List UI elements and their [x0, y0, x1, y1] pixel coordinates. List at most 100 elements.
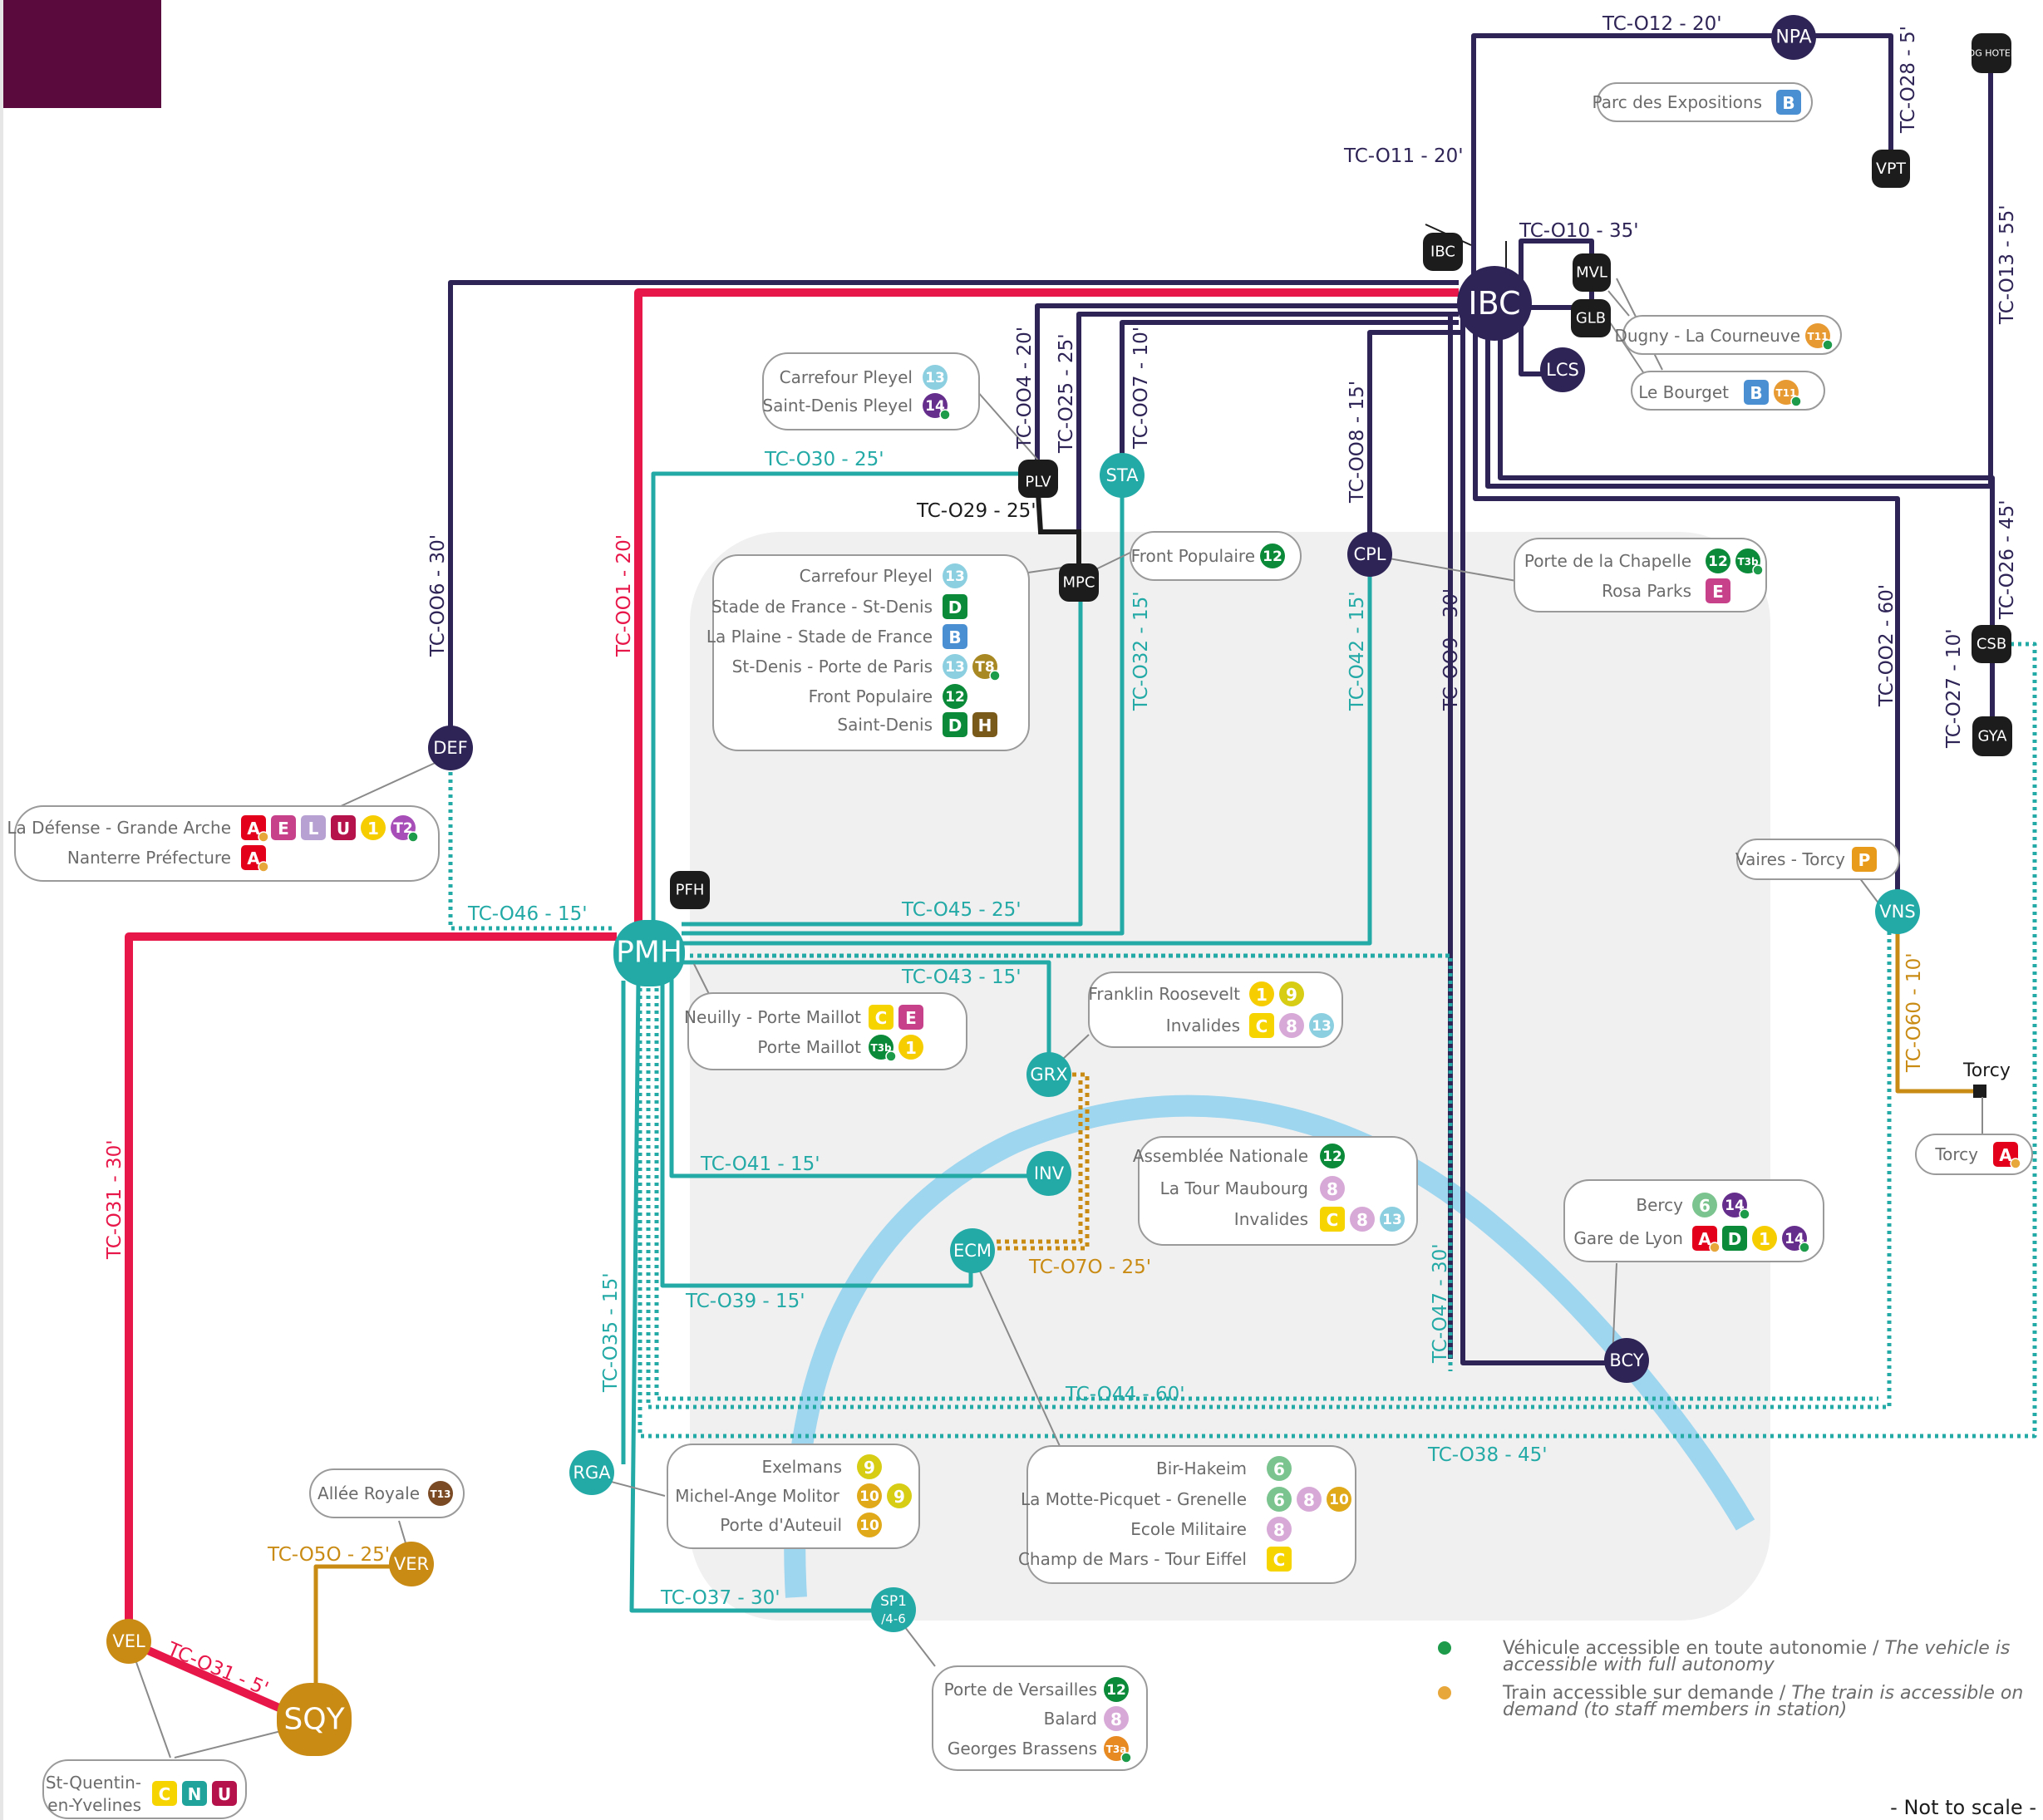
accessibility-dot — [1739, 1208, 1750, 1220]
svg-text:10: 10 — [859, 1488, 879, 1505]
svg-text:12: 12 — [1263, 548, 1282, 565]
station-ecm[interactable]: ECM — [950, 1228, 995, 1273]
svg-text:PFH: PFH — [676, 882, 705, 899]
svg-text:Bercy: Bercy — [1636, 1195, 1683, 1215]
accessibility-dot — [1799, 1242, 1810, 1253]
line-badge-p: P — [1852, 847, 1877, 872]
line-badge-10: 10 — [857, 1513, 882, 1537]
line-badge-14: 14 — [1722, 1193, 1750, 1220]
station-cpl[interactable]: CPL — [1347, 532, 1392, 577]
svg-text:La Plaine - Stade de France: La Plaine - Stade de France — [706, 627, 933, 647]
station-ibc-small[interactable]: IBC — [1423, 233, 1463, 271]
svg-text:1: 1 — [367, 819, 379, 839]
station-csb[interactable]: CSB — [1972, 625, 2011, 663]
svg-text:Nanterre Préfecture: Nanterre Préfecture — [67, 848, 231, 868]
svg-text:12: 12 — [1708, 553, 1728, 570]
line-badge-t13: T13 — [428, 1481, 453, 1506]
station-bcy[interactable]: BCY — [1604, 1338, 1649, 1383]
svg-text:Balard: Balard — [1044, 1709, 1097, 1729]
line-badge-13: 13 — [1380, 1207, 1405, 1232]
svg-text:E: E — [1712, 582, 1724, 602]
svg-text:Franklin Roosevelt: Franklin Roosevelt — [1088, 984, 1240, 1004]
route-line-tc070 — [993, 1072, 1090, 1251]
callout-allee-royale: Allée Royale — [309, 1468, 465, 1518]
station-rga[interactable]: RGA — [569, 1450, 614, 1495]
route-label-tc011: TC-O11 - 20' — [1343, 145, 1464, 167]
station-ver[interactable]: VER — [389, 1542, 434, 1586]
route-line-tc004 — [1035, 303, 1459, 461]
line-badge-12: 12 — [1706, 548, 1730, 573]
route-label-tc041: TC-O41 - 15' — [700, 1153, 820, 1175]
line-badge-8: 8 — [1320, 1176, 1345, 1201]
station-vel[interactable]: VEL — [106, 1619, 151, 1664]
station-sp1[interactable]: SP1/4-6 — [871, 1587, 916, 1632]
svg-text:P: P — [1858, 850, 1871, 870]
station-cdg-hotels[interactable]: CDG HOTELS — [1962, 33, 2021, 73]
svg-text:St-Quentin-: St-Quentin- — [46, 1773, 141, 1793]
station-vpt[interactable]: VPT — [1872, 150, 1910, 188]
svg-text:1: 1 — [1759, 1229, 1770, 1249]
line-badge-6: 6 — [1692, 1193, 1717, 1217]
svg-text:8: 8 — [1286, 1016, 1297, 1036]
station-grx[interactable]: GRX — [1026, 1052, 1071, 1097]
svg-text:La Tour Maubourg: La Tour Maubourg — [1160, 1178, 1308, 1198]
route-label-tc050: TC-O5O - 25' — [267, 1544, 390, 1566]
station-gya[interactable]: GYA — [1972, 716, 2012, 756]
svg-text:8: 8 — [1327, 1179, 1338, 1199]
route-label-tc027: TC-O27 - 10' — [1943, 628, 1965, 749]
station-npa[interactable]: NPA — [1771, 15, 1816, 60]
route-line-tc037 — [629, 980, 891, 1613]
station-sqy[interactable]: SQY — [277, 1683, 352, 1756]
svg-text:14: 14 — [1725, 1198, 1745, 1214]
route-line-tc007 — [1120, 320, 1459, 465]
station-mpc[interactable]: MPC — [1059, 563, 1099, 602]
svg-text:DEF: DEF — [433, 738, 468, 758]
route-label-tc032: TC-O32 - 15' — [1130, 591, 1152, 711]
station-def[interactable]: DEF — [428, 726, 473, 770]
line-badge-e: E — [898, 1005, 923, 1030]
accessibility-dot — [258, 861, 269, 873]
route-line-tc029 — [1035, 480, 1081, 565]
route-label-tc012: TC-O12 - 20' — [1602, 13, 1722, 35]
legend-green-dot — [1438, 1641, 1451, 1655]
route-line-tc045 — [682, 582, 1083, 927]
svg-text:Georges Brassens: Georges Brassens — [948, 1739, 1097, 1759]
station-ibc[interactable]: IBC — [1457, 266, 1532, 341]
station-plv[interactable]: PLV — [1018, 460, 1058, 498]
route-label-tc042: TC-O42 - 15' — [1346, 591, 1368, 711]
svg-text:C: C — [1273, 1550, 1286, 1570]
svg-text:RGA: RGA — [573, 1463, 611, 1483]
callout-assemblee-nationale: Assemblée Nationale La Tour Maubourg Inv… — [1133, 1136, 1418, 1246]
route-line-tc001 — [634, 288, 1459, 939]
svg-text:T13: T13 — [431, 1488, 451, 1500]
station-mvl[interactable]: MVL — [1573, 253, 1611, 292]
route-label-tc013: TC-O13 - 55' — [1996, 204, 2018, 325]
line-badge-c: C — [152, 1781, 177, 1806]
route-label-tc006: TC-OO6 - 30' — [427, 534, 449, 657]
svg-text:GLB: GLB — [1576, 310, 1606, 327]
svg-text:13: 13 — [945, 568, 965, 585]
station-sta[interactable]: STA — [1100, 453, 1145, 498]
callout-front-populaire: Front Populaire — [1130, 531, 1302, 581]
route-line-tc031 — [125, 932, 617, 1641]
svg-text:Le Bourget: Le Bourget — [1638, 382, 1729, 402]
svg-text:Exelmans: Exelmans — [761, 1457, 842, 1477]
route-label-tc001: TC-OO1 - 20' — [613, 534, 635, 657]
line-badge-12: 12 — [1104, 1677, 1129, 1702]
station-pmh[interactable]: PMH — [613, 920, 685, 986]
svg-text:Carrefour Pleyel: Carrefour Pleyel — [780, 367, 913, 387]
station-lcs[interactable]: LCS — [1540, 347, 1585, 392]
station-inv[interactable]: INV — [1026, 1151, 1071, 1196]
svg-text:Saint-Denis: Saint-Denis — [837, 715, 933, 735]
accessibility-dot — [939, 409, 951, 421]
line-badge-c: C — [869, 1005, 894, 1030]
route-label-tc030: TC-O30 - 25' — [764, 449, 884, 470]
svg-text:10: 10 — [859, 1517, 879, 1534]
station-glb[interactable]: GLB — [1571, 299, 1611, 337]
station-vns[interactable]: VNS — [1875, 889, 1920, 934]
line-badge-t3b: T3b — [869, 1035, 897, 1062]
line-badge-t3a: T3a — [1104, 1736, 1132, 1763]
svg-text:A: A — [247, 849, 260, 868]
station-pfh[interactable]: PFH — [670, 871, 710, 909]
